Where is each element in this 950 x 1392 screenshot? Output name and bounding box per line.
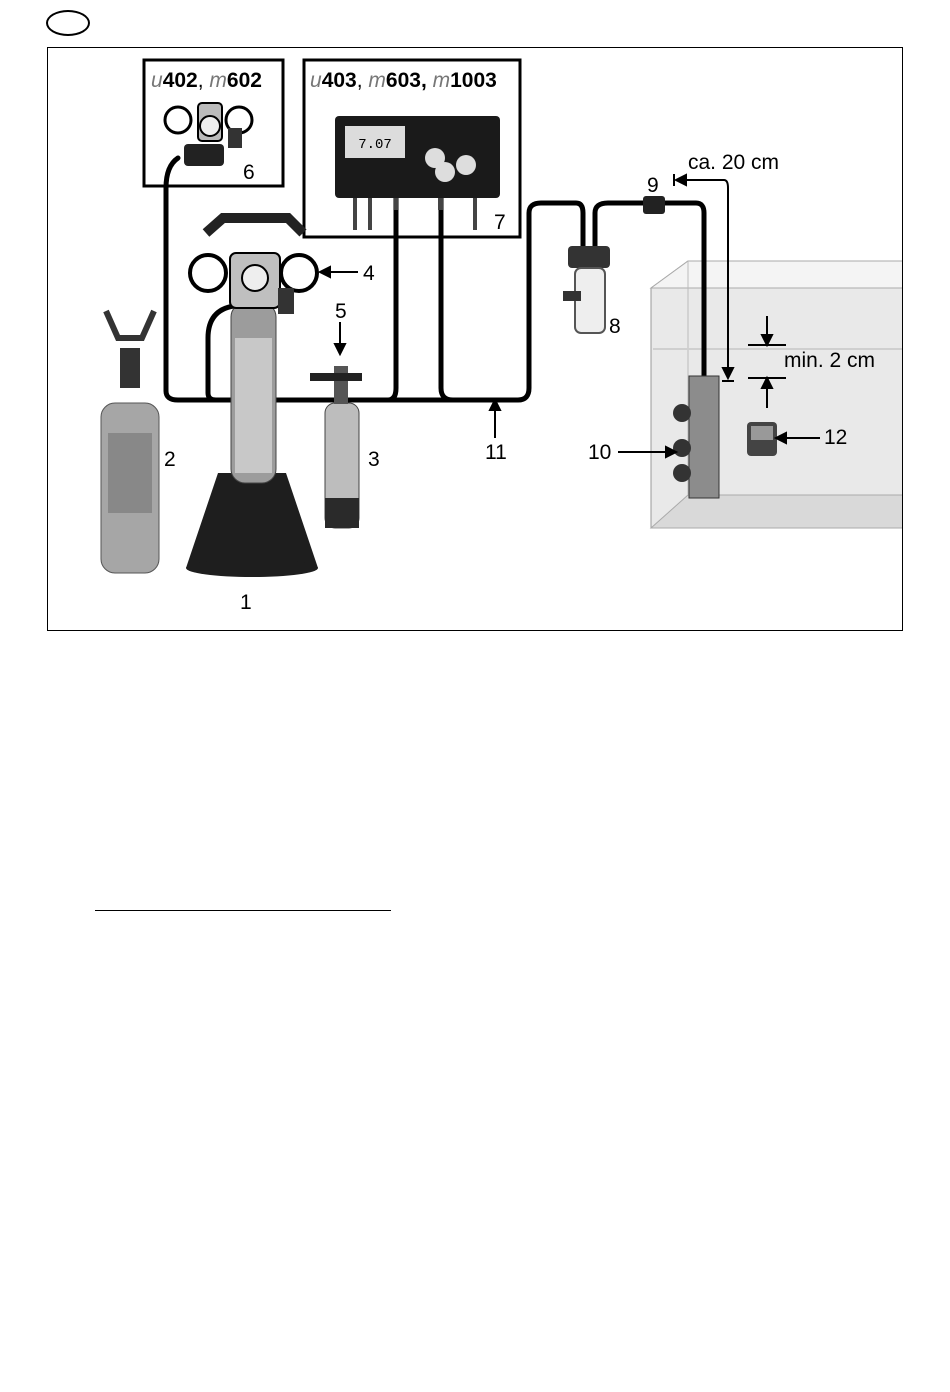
ph-electrode [747, 422, 777, 456]
box7-title: u403, m603, m1003 [310, 70, 497, 91]
check-valve [643, 196, 665, 214]
dimension-min-2cm: min. 2 cm [784, 350, 875, 371]
box6-title: u402, m602 [151, 70, 262, 91]
callout-5: 5 [335, 301, 347, 322]
callout-6: 6 [243, 162, 255, 183]
callout-9: 9 [647, 175, 659, 196]
callout-1: 1 [240, 592, 252, 613]
callout-3: 3 [368, 449, 380, 470]
callout-4: 4 [363, 263, 375, 284]
svg-text:7.07: 7.07 [358, 137, 392, 153]
callout-12: 12 [824, 427, 847, 448]
co2-cylinder-3 [310, 366, 362, 528]
co2-cylinder-2 [101, 311, 159, 573]
co2-system-diagram: 7.07 [47, 47, 903, 631]
callout-8: 8 [609, 316, 621, 337]
regulator-main [190, 218, 317, 314]
diagram-canvas: 7.07 [48, 48, 903, 631]
footnote-separator [95, 910, 391, 911]
bubble-counter [563, 246, 610, 333]
callout-7: 7 [494, 212, 506, 233]
callout-10: 10 [588, 442, 611, 463]
language-badge [46, 10, 90, 36]
callout-11: 11 [485, 442, 507, 463]
dimension-ca-20cm: ca. 20 cm [688, 152, 779, 173]
callout-2: 2 [164, 449, 176, 470]
